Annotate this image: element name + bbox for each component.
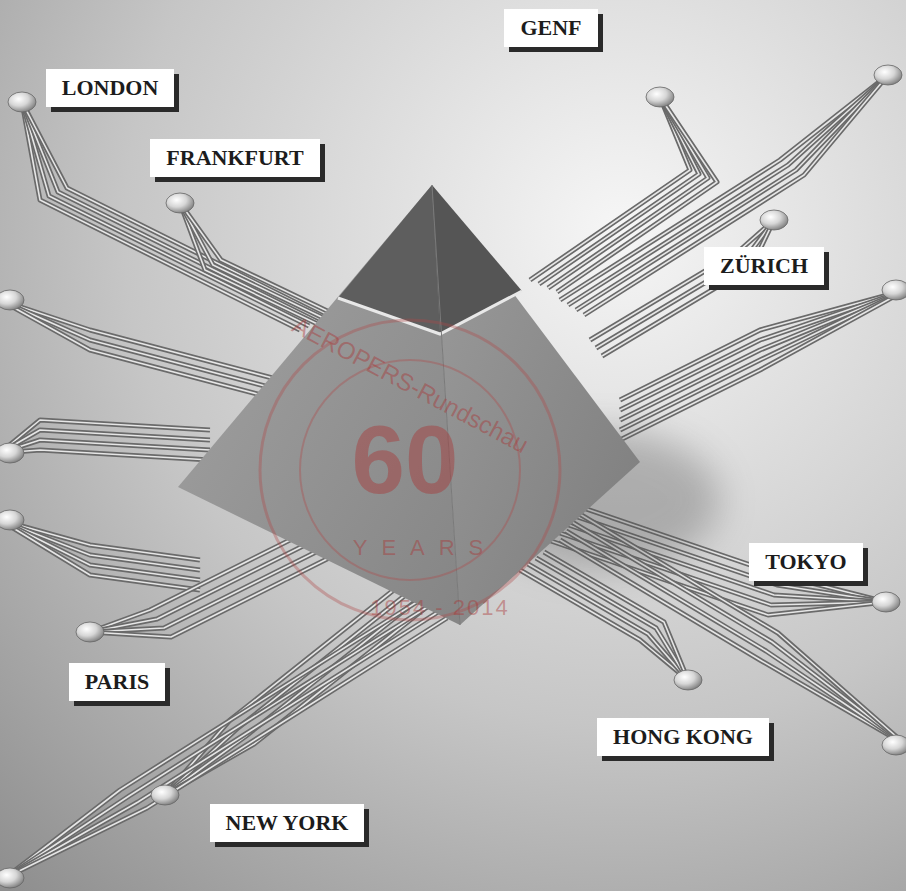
trace [576, 75, 888, 310]
trace [620, 290, 906, 440]
city-label-box: NEW YORK [210, 804, 365, 841]
connection-dot [0, 868, 24, 888]
connection-dot [874, 65, 902, 85]
trace [0, 520, 200, 590]
connection-dot [882, 280, 906, 300]
trace-highlight [0, 520, 200, 590]
trace [568, 75, 888, 305]
connection-dot [674, 670, 702, 690]
connection-dot [0, 510, 24, 530]
trace [0, 300, 280, 380]
trace-highlight [0, 450, 210, 460]
trace-highlight [90, 538, 344, 632]
trace [90, 538, 344, 632]
trace-highlight [0, 300, 280, 400]
trace-highlight [560, 540, 906, 745]
seal-ring [260, 320, 560, 620]
trace-highlight [5, 618, 447, 878]
trace-highlight [0, 300, 280, 390]
watermark-text: YEARS [353, 535, 498, 561]
connection-dot [166, 193, 194, 213]
trace-highlight [165, 601, 416, 795]
trace [560, 540, 906, 745]
trace-highlight [0, 420, 210, 453]
connection-dots [0, 65, 906, 888]
trace [0, 450, 210, 460]
city-name: PARIS [85, 669, 149, 694]
city-name: GENF [520, 15, 581, 40]
trace-highlight [5, 606, 429, 878]
trace-highlight [576, 75, 888, 310]
trace-highlight [0, 300, 280, 380]
trace [0, 520, 200, 570]
trace [0, 420, 210, 453]
city-name: ZÜRICH [720, 253, 808, 278]
trace [5, 618, 447, 878]
trace [90, 547, 351, 637]
pyramid-cap-right [432, 185, 522, 334]
trace-highlight [584, 75, 888, 315]
trace [584, 75, 888, 315]
trace [180, 203, 346, 320]
trace [5, 612, 438, 878]
city-label-box: GENF [504, 9, 597, 46]
trace [22, 102, 327, 318]
trace [0, 300, 280, 400]
trace-highlight [568, 75, 888, 305]
trace-highlight [560, 75, 888, 300]
trace [165, 601, 416, 795]
connection-dot [0, 290, 24, 310]
city-label-box: TOKYO [749, 543, 863, 580]
connection-dot [882, 735, 906, 755]
connection-dot [760, 210, 788, 230]
trace-highlight [620, 290, 906, 440]
trace-highlight [22, 102, 327, 318]
trace [5, 606, 429, 878]
watermark-seal [260, 320, 560, 620]
city-label-box: PARIS [69, 663, 165, 700]
trace-highlight [5, 612, 438, 878]
city-label-box: HONG KONG [597, 718, 769, 755]
city-label-box: FRANKFURT [150, 139, 319, 176]
city-name: TOKYO [765, 549, 847, 574]
connection-dot [8, 92, 36, 112]
watermark-text: 60 [352, 405, 459, 515]
trace [0, 300, 280, 390]
trace-highlight [0, 520, 200, 570]
connection-dot [872, 592, 900, 612]
trace [0, 520, 200, 580]
trace-highlight [180, 203, 346, 320]
connection-dot [151, 785, 179, 805]
watermark-text: 1954 - 2014 [370, 595, 509, 621]
pyramid [178, 185, 640, 625]
city-name: FRANKFURT [166, 145, 303, 170]
city-name: HONG KONG [613, 724, 753, 749]
connection-dot [0, 443, 24, 463]
connection-dot [76, 622, 104, 642]
pyramid-cap-left [338, 185, 440, 334]
city-name: NEW YORK [226, 810, 349, 835]
city-name: LONDON [62, 75, 159, 100]
circuit-traces [0, 75, 906, 878]
trace [560, 75, 888, 300]
connection-dot [646, 87, 674, 107]
city-label-box: ZÜRICH [704, 247, 824, 284]
trace-highlight [0, 520, 200, 580]
city-label-box: LONDON [46, 69, 175, 106]
trace-highlight [90, 547, 351, 637]
